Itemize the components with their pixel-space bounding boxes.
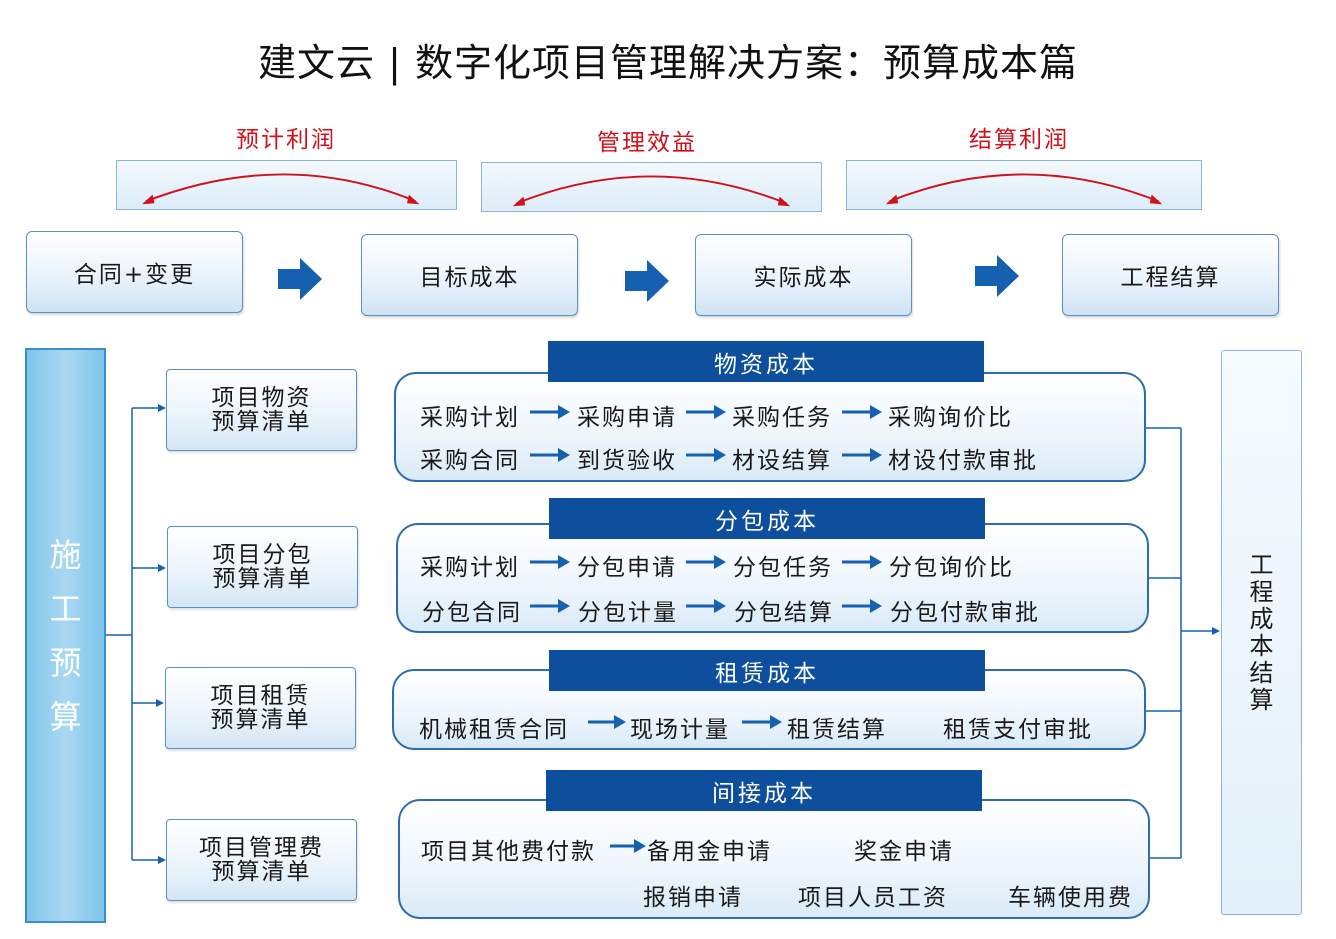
side-char: 施 <box>49 535 82 574</box>
budget-box-materials: 项目物资 预算清单 <box>166 369 357 451</box>
flow-box-contract-change: 合同+变更 <box>26 231 243 313</box>
step-subcontract-settlement: 分包结算 <box>734 600 834 626</box>
cost-header-subcontract: 分包成本 <box>549 498 985 539</box>
step-subcontract-measurement: 分包计量 <box>578 600 678 626</box>
budget-line: 项目分包 <box>212 542 313 568</box>
right-arrow-icon <box>625 260 669 302</box>
step-machine-lease-contract: 机械租赁合同 <box>419 717 569 743</box>
step-purchase-plan: 采购计划 <box>420 555 520 581</box>
page-title: 建文云 | 数字化项目管理解决方案：预算成本篇 <box>258 41 1078 85</box>
side-char: 工 <box>1249 550 1274 579</box>
side-char: 工 <box>49 589 82 628</box>
step-material-payment-approval: 材设付款审批 <box>888 448 1038 474</box>
label-settlement-profit: 结算利润 <box>969 127 1069 153</box>
step-purchase-contract: 采购合同 <box>420 448 520 474</box>
side-char: 结 <box>1249 658 1274 687</box>
step-subcontract-task: 分包任务 <box>733 555 833 581</box>
budget-line: 项目管理费 <box>199 835 324 861</box>
budget-box-lease: 项目租赁 预算清单 <box>165 667 356 749</box>
step-reimbursement-request: 报销申请 <box>643 885 743 911</box>
double-arrow-arc-icon <box>142 173 420 205</box>
right-arrow-icon <box>975 255 1019 297</box>
arc-box-expected-profit <box>116 160 457 210</box>
step-subcontract-payment-approval: 分包付款审批 <box>890 600 1040 626</box>
step-purchase-plan: 采购计划 <box>420 405 520 431</box>
budget-box-management-fee: 项目管理费 预算清单 <box>166 819 357 901</box>
side-char: 本 <box>1249 631 1274 660</box>
side-char: 算 <box>1249 685 1274 714</box>
step-bonus-request: 奖金申请 <box>854 839 954 865</box>
step-other-expense-payment: 项目其他费付款 <box>421 839 596 865</box>
project-cost-settlement-column: 工 程 成 本 结 算 <box>1221 350 1302 915</box>
step-purchase-task: 采购任务 <box>732 405 832 431</box>
step-delivery-acceptance: 到货验收 <box>577 448 677 474</box>
side-char: 成 <box>1249 604 1274 633</box>
label-expected-profit: 预计利润 <box>236 127 336 153</box>
step-petty-cash-request: 备用金申请 <box>647 839 772 865</box>
step-subcontract-request: 分包申请 <box>577 555 677 581</box>
cost-header-lease: 租赁成本 <box>549 650 985 691</box>
step-lease-payment-approval: 租赁支付审批 <box>943 717 1093 743</box>
cost-box-indirect <box>398 799 1150 919</box>
side-char: 预 <box>49 643 82 682</box>
step-purchase-request: 采购申请 <box>577 405 677 431</box>
side-char: 算 <box>49 697 82 736</box>
budget-line: 项目租赁 <box>210 683 311 709</box>
label-management-benefit: 管理效益 <box>597 130 697 156</box>
flow-box-target-cost: 目标成本 <box>361 234 578 316</box>
step-subcontract-inquiry: 分包询价比 <box>889 555 1014 581</box>
cost-header-materials: 物资成本 <box>548 341 984 382</box>
budget-line: 预算清单 <box>212 566 313 592</box>
double-arrow-arc-icon <box>512 175 791 207</box>
budget-line: 预算清单 <box>210 707 311 733</box>
budget-line: 项目物资 <box>211 385 312 411</box>
step-subcontract-contract: 分包合同 <box>422 600 522 626</box>
step-staff-salary: 项目人员工资 <box>798 885 948 911</box>
step-purchase-inquiry: 采购询价比 <box>888 405 1013 431</box>
step-material-settlement: 材设结算 <box>732 448 832 474</box>
budget-box-subcontract: 项目分包 预算清单 <box>167 526 358 608</box>
step-site-measurement: 现场计量 <box>630 717 730 743</box>
flow-box-project-settlement: 工程结算 <box>1062 234 1279 316</box>
cost-header-indirect: 间接成本 <box>546 770 982 811</box>
step-vehicle-expense: 车辆使用费 <box>1008 885 1133 911</box>
construction-budget-column: 施 工 预 算 <box>25 348 106 923</box>
step-lease-settlement: 租赁结算 <box>787 717 887 743</box>
arc-box-management-benefit <box>481 162 822 212</box>
budget-line: 预算清单 <box>211 859 312 885</box>
flow-box-actual-cost: 实际成本 <box>695 234 912 316</box>
right-arrow-icon <box>278 258 322 300</box>
double-arrow-arc-icon <box>885 173 1163 205</box>
arc-box-settlement-profit <box>846 160 1202 210</box>
budget-line: 预算清单 <box>211 409 312 435</box>
side-char: 程 <box>1249 577 1274 606</box>
